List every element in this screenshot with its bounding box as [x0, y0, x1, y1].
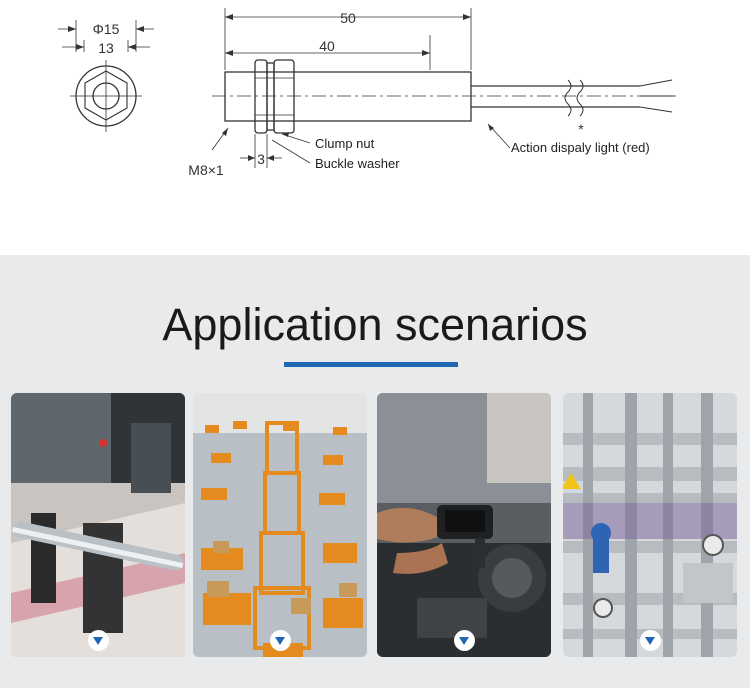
warehouse-robots-image: [193, 393, 367, 657]
sensor-drawing-svg: Φ15 13: [58, 8, 680, 178]
asterisk-mark: *: [578, 121, 584, 137]
scenario-card-warehouse[interactable]: [193, 393, 367, 657]
thread-spec-label: M8×1: [188, 162, 224, 178]
scenario-card-printing[interactable]: [11, 393, 185, 657]
action-light-label: Action dispaly light (red): [511, 140, 650, 155]
dim-nut-label: 3: [257, 151, 265, 167]
buckle-washer-label: Buckle washer: [315, 156, 400, 171]
pipeline-valves-image: [563, 393, 737, 657]
application-section: Application scenarios: [0, 255, 750, 688]
scenario-card-automotive[interactable]: [377, 393, 551, 657]
title-underline: [284, 362, 458, 367]
printing-press-image: [11, 393, 185, 657]
card-arrow-icon: [640, 630, 661, 651]
dim-thread-label: 40: [319, 38, 335, 54]
card-arrow-icon: [454, 630, 475, 651]
card-arrow-icon: [88, 630, 109, 651]
dim-diameter-label: Φ15: [93, 21, 120, 37]
side-view: [211, 8, 680, 168]
section-title: Application scenarios: [162, 299, 588, 350]
dim-total-label: 50: [340, 10, 356, 26]
dimension-drawing: Φ15 13: [0, 0, 750, 255]
clump-nut-label: Clump nut: [315, 136, 375, 151]
scenario-card-pipeline[interactable]: [563, 393, 737, 657]
dim-width-label: 13: [98, 40, 114, 56]
automotive-scanner-image: [377, 393, 551, 657]
card-arrow-icon: [270, 630, 291, 651]
